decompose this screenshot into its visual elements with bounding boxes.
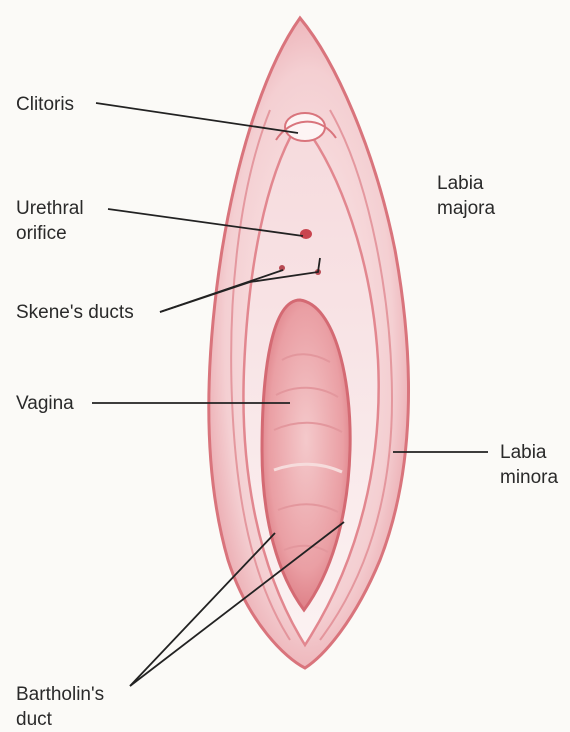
urethral-orifice-shape [300,229,312,239]
label-urethral-orifice-line-1: Urethral [16,196,84,221]
label-bartholins-duct-line-2: duct [16,707,104,732]
label-labia-minora-line-1: Labia [500,440,558,465]
label-clitoris: Clitoris [16,92,74,117]
label-clitoris-text: Clitoris [16,92,74,117]
label-skenes-ducts-text: Skene's ducts [16,300,134,325]
label-labia-minora: Labia minora [500,440,558,490]
label-labia-majora-line-2: majora [437,196,495,221]
label-labia-minora-line-2: minora [500,465,558,490]
label-urethral-orifice: Urethral orifice [16,196,84,246]
label-vagina-text: Vagina [16,391,74,416]
label-vagina: Vagina [16,391,74,416]
label-labia-majora: Labia majora [437,171,495,221]
label-skenes-ducts: Skene's ducts [16,300,134,325]
label-labia-majora-line-1: Labia [437,171,495,196]
label-bartholins-duct: Bartholin's duct [16,682,104,732]
clitoris-shape [285,113,325,141]
label-bartholins-duct-line-1: Bartholin's [16,682,104,707]
label-urethral-orifice-line-2: orifice [16,221,84,246]
